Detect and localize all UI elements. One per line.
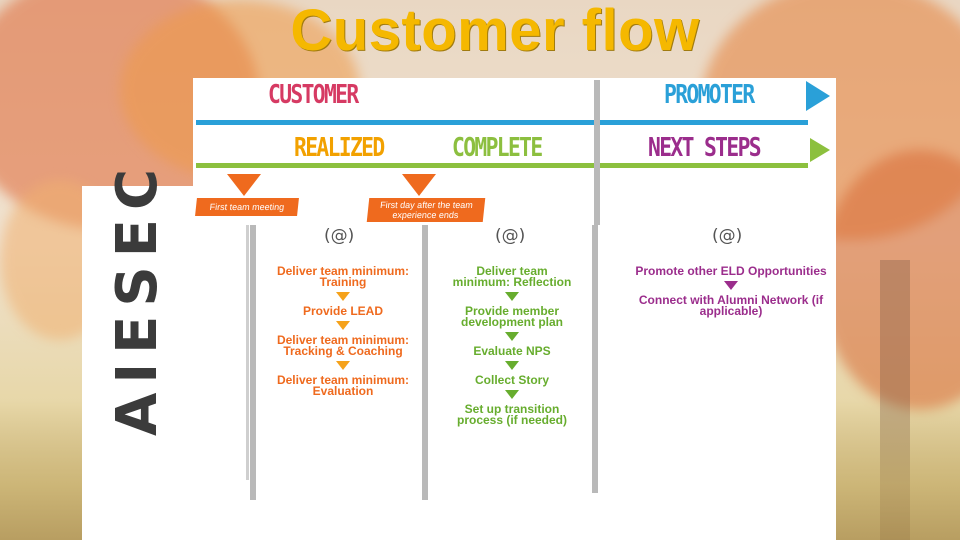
down-arrow-icon [505,361,519,370]
down-arrow-icon [336,321,350,330]
complete-steps: Deliver team minimum: Reflection Provide… [446,264,578,427]
header-realized: REALIZED [294,133,385,163]
at-label: (@) [495,226,526,246]
next-steps-list: Promote other ELD Opportunities Connect … [626,264,836,318]
logo-panel [82,186,196,540]
down-arrow-icon [724,281,738,290]
realized-steps: Deliver team minimum: Training Provide L… [276,264,410,398]
customer-stage-bar [196,120,808,125]
down-arrow-icon [505,390,519,399]
milestone-marker-icon [227,174,261,196]
header-customer: CUSTOMER [268,80,359,110]
timeline-line [246,225,249,480]
step-item: Collect Story [474,373,549,387]
flow-diagram-panel [193,78,836,540]
column-divider [594,80,600,225]
step-item: Connect with Alumni Network (if applicab… [638,293,824,318]
header-promoter: PROMOTER [664,80,755,110]
milestone-label: First day after the team experience ends [366,198,486,222]
at-label: (@) [712,226,743,246]
milestone-marker-icon [402,174,436,196]
arrow-right-icon [810,138,830,162]
step-item: Deliver team minimum: Tracking & Coachin… [276,333,410,358]
at-label: (@) [324,226,355,246]
down-arrow-icon [505,332,519,341]
timeline-line [592,225,598,493]
down-arrow-icon [336,361,350,370]
header-next-steps: NEXT STEPS [648,133,762,163]
timeline-line [250,225,256,500]
step-item: Deliver team minimum: Evaluation [276,373,410,398]
step-item: Promote other ELD Opportunities [635,264,827,278]
down-arrow-icon [336,292,350,301]
timeline-line [422,225,428,500]
milestone-label: First team meeting [195,198,299,216]
phase-bar [196,163,808,168]
step-item: Deliver team minimum: Training [276,264,410,289]
aiesec-logo: AIESEC [105,159,170,436]
slide-title: Customer flow [290,0,700,63]
arrow-right-icon [806,81,830,111]
down-arrow-icon [505,292,519,301]
step-item: Set up transition process (if needed) [456,402,568,427]
step-item: Evaluate NPS [473,344,551,358]
step-item: Provide LEAD [302,304,383,318]
step-item: Deliver team minimum: Reflection [452,264,572,289]
header-complete: COMPLETE [452,133,543,163]
step-item: Provide member development plan [460,304,564,329]
